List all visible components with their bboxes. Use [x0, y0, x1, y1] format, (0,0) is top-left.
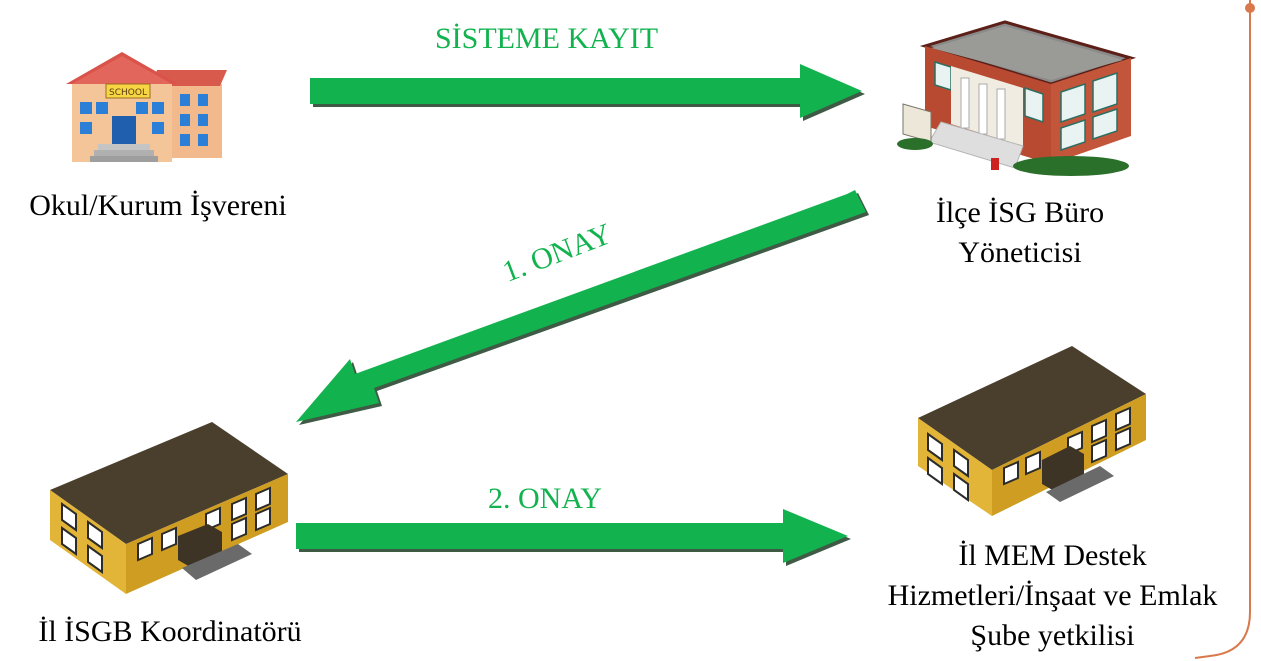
svg-text:SCHOOL: SCHOOL — [109, 88, 147, 98]
district-office-label-line1: İlçe İSG Büro — [935, 196, 1105, 229]
yellow-building-icon — [918, 346, 1146, 516]
registration-label: SİSTEME KAYIT — [435, 22, 659, 55]
province-support-label-line3: Şube yetkilisi — [970, 619, 1135, 652]
yellow-building-icon — [50, 422, 288, 594]
second-approval-label: 2. ONAY — [488, 482, 602, 515]
school-building-icon: SCHOOL — [66, 52, 227, 162]
registration-arrow — [310, 64, 865, 121]
first-approval-arrow — [296, 190, 869, 425]
office-building-icon — [897, 20, 1137, 176]
school-employer-label: Okul/Kurum İşvereni — [29, 189, 287, 222]
province-support-label-line1: İl MEM Destek — [958, 539, 1147, 572]
second-approval-arrow — [296, 509, 851, 566]
province-support-label-line2: Hizmetleri/İnşaat ve Emlak — [887, 579, 1218, 612]
district-office-label-line2: Yöneticisi — [958, 236, 1082, 269]
province-coordinator-label: İl İSGB Koordinatörü — [38, 615, 302, 648]
